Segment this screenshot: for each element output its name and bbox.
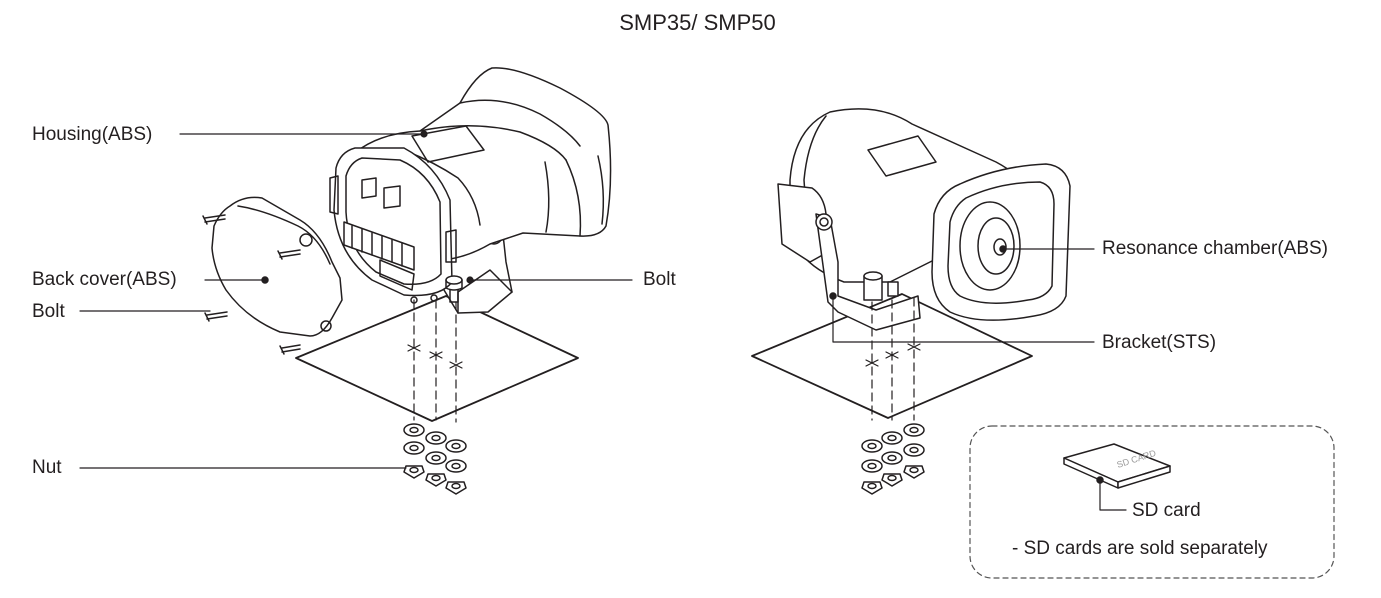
label-bolt-bracket: Bolt bbox=[643, 269, 676, 290]
diagram-title: SMP35/ SMP50 bbox=[619, 10, 776, 35]
left-housing-label-plate bbox=[411, 125, 485, 163]
sd-card-icon: SD CARD bbox=[1063, 443, 1171, 489]
right-housing-label-plate bbox=[867, 135, 937, 177]
right-bracket bbox=[815, 213, 921, 331]
right-horn-mouth bbox=[931, 163, 1071, 321]
left-speaker-assembly bbox=[79, 67, 633, 495]
right-nut-stack bbox=[861, 423, 925, 495]
left-nut-stack bbox=[403, 423, 467, 495]
left-bracket-bolt bbox=[410, 275, 463, 304]
label-back-cover: Back cover(ABS) bbox=[32, 269, 177, 290]
label-bracket: Bracket(STS) bbox=[1102, 332, 1217, 353]
label-housing: Housing(ABS) bbox=[32, 124, 153, 145]
left-leader-lines bbox=[79, 130, 633, 469]
sd-card-note: - SD cards are sold separately bbox=[1012, 538, 1268, 559]
right-bolt-guide-lines bbox=[871, 297, 915, 421]
left-rear-panel bbox=[329, 147, 457, 297]
left-cover-screws bbox=[202, 214, 301, 355]
left-back-cover-pointer-dot bbox=[261, 276, 269, 284]
label-resonance-chamber: Resonance chamber(ABS) bbox=[1102, 238, 1328, 259]
label-nut: Nut bbox=[32, 457, 62, 478]
resonance-chamber bbox=[959, 201, 1021, 291]
sd-card-callout-box: SD CARD bbox=[969, 425, 1335, 579]
label-bolt-cover: Bolt bbox=[32, 301, 65, 322]
right-washer-marks bbox=[865, 343, 921, 367]
right-leader-lines bbox=[832, 248, 1095, 343]
left-bolt-guide-lines bbox=[413, 299, 457, 423]
left-washer-marks bbox=[407, 344, 463, 369]
label-sd-card: SD card bbox=[1132, 500, 1201, 521]
left-mounting-plate bbox=[295, 295, 579, 422]
right-speaker-assembly bbox=[751, 108, 1095, 495]
left-back-cover bbox=[211, 196, 343, 337]
